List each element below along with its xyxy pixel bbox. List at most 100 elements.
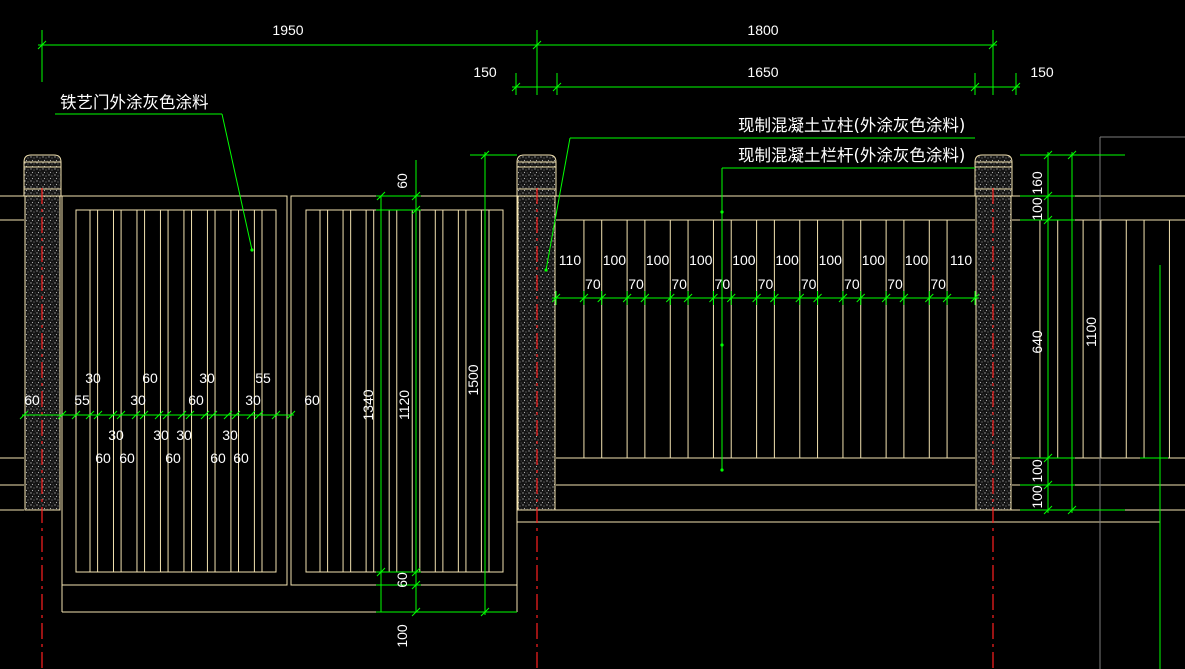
dim-text-cap: 160 [1029, 171, 1045, 195]
dim-tick [532, 40, 542, 50]
dim-tick [93, 410, 103, 420]
dim-text: 30 [153, 427, 169, 443]
dim-text: 30 [222, 427, 238, 443]
dim-tick [1043, 480, 1053, 490]
dim-tick [131, 410, 141, 420]
rail-balusters [583, 220, 1170, 458]
dim-text-baluster-width: 70 [801, 276, 817, 292]
dim-tick [411, 205, 421, 215]
dim-text-baluster-width: 70 [671, 276, 687, 292]
dim-text-baluster-gap: 100 [689, 252, 713, 268]
dim-text: 60 [142, 370, 158, 386]
dim-tick [1043, 150, 1053, 160]
dim-text-baluster-gap: 100 [775, 252, 799, 268]
gate-bars [89, 210, 263, 572]
dim-tick [1043, 191, 1053, 201]
gate-leaf-frame-outer [61, 195, 288, 586]
leader-dot [250, 248, 254, 252]
dim-tick [85, 410, 95, 420]
dim-tick [246, 410, 256, 420]
dim-text-gate-clearance: 100 [394, 624, 410, 648]
dim-text-baluster-gap: 100 [732, 252, 756, 268]
dim-text-baluster-width: 70 [930, 276, 946, 292]
dim-text-baluster-gap: 100 [819, 252, 843, 268]
rail-note: 现制混凝土栏杆(外涂灰色涂料) [738, 146, 965, 165]
dim-text-baluster-gap: 110 [559, 252, 582, 268]
dim-tick [1011, 82, 1021, 92]
gate-height-dim-texts: 60 1340 1120 1500 60 100 [360, 173, 481, 648]
dim-text-gate-bottom-frame: 60 [394, 572, 410, 588]
dim-text-base: 100 [1029, 485, 1045, 509]
dim-text: 60 [210, 450, 226, 466]
dim-text-baluster-gap: 100 [603, 252, 627, 268]
centerlines [41, 188, 994, 669]
dim-text: 60 [304, 392, 320, 408]
dim-tick [208, 410, 218, 420]
dim-text-baluster-width: 70 [585, 276, 601, 292]
dim-tick [254, 410, 264, 420]
dim-text-top-rail: 100 [1029, 197, 1045, 221]
post-cap [23, 154, 62, 197]
dim-tick [231, 410, 241, 420]
dim-text-gate-bars: 1120 [396, 390, 412, 420]
dim-tick [177, 410, 187, 420]
dim-tick [511, 82, 521, 92]
dim-tick [185, 410, 195, 420]
gate-note-leader [221, 113, 253, 251]
dim-text: 30 [176, 427, 192, 443]
dim-tick [200, 410, 210, 420]
post-cap [974, 154, 1013, 197]
dim-tick [480, 150, 490, 160]
dim-tick [1043, 505, 1053, 515]
post-note: 现制混凝土立柱(外涂灰色涂料) [738, 116, 965, 135]
right-edge-lines [1099, 136, 1185, 669]
dim-text-post-half: 150 [1030, 64, 1054, 80]
dim-text-baluster-gap: 100 [905, 252, 929, 268]
dim-text-baluster-width: 70 [844, 276, 860, 292]
dim-tick [411, 607, 421, 617]
post-cap [516, 154, 557, 197]
gate-leaf-left [61, 195, 288, 586]
dim-text: 55 [74, 392, 90, 408]
dim-tick [139, 410, 149, 420]
dim-tick [57, 410, 67, 420]
dim-tick [970, 82, 980, 92]
dim-tick [988, 40, 998, 50]
dim-tick [71, 410, 81, 420]
post-note-leader [545, 137, 571, 271]
dim-tick [411, 580, 421, 590]
dim-text: 30 [85, 370, 101, 386]
dim-ticks [19, 40, 1077, 617]
dim-tick [411, 191, 421, 201]
dim-tick [108, 410, 118, 420]
iron-gate [61, 195, 518, 613]
leader-dot [720, 468, 724, 472]
dim-text-baluster-gap: 110 [950, 252, 973, 268]
dim-text-baluster-width: 70 [715, 276, 731, 292]
dim-text-baluster-gap: 100 [646, 252, 670, 268]
dim-text: 30 [130, 392, 146, 408]
dim-tick [480, 607, 490, 617]
dim-tick [271, 410, 281, 420]
dim-text-gate-top-frame: 60 [394, 173, 410, 189]
dim-tick [223, 410, 233, 420]
dim-tick [162, 410, 172, 420]
dim-text-gate-overall: 1500 [465, 364, 481, 395]
dim-text: 30 [108, 427, 124, 443]
gate-note: 铁艺门外涂灰色涂料 [60, 93, 209, 112]
dim-text-baluster-gap: 100 [862, 252, 886, 268]
dim-text-baluster-width: 70 [758, 276, 774, 292]
dim-text: 60 [233, 450, 249, 466]
note-leaders [55, 113, 975, 472]
gate-leaf-frame-inner [75, 209, 277, 573]
dim-text-rail-total: 1100 [1083, 317, 1099, 347]
gate-bars [319, 210, 490, 572]
dim-text-gate-bay: 1950 [272, 22, 303, 38]
dim-text: 30 [199, 370, 215, 386]
dim-text: 60 [188, 392, 204, 408]
dim-tick [116, 410, 126, 420]
dim-text: 60 [165, 450, 181, 466]
leader-dot [544, 268, 548, 272]
